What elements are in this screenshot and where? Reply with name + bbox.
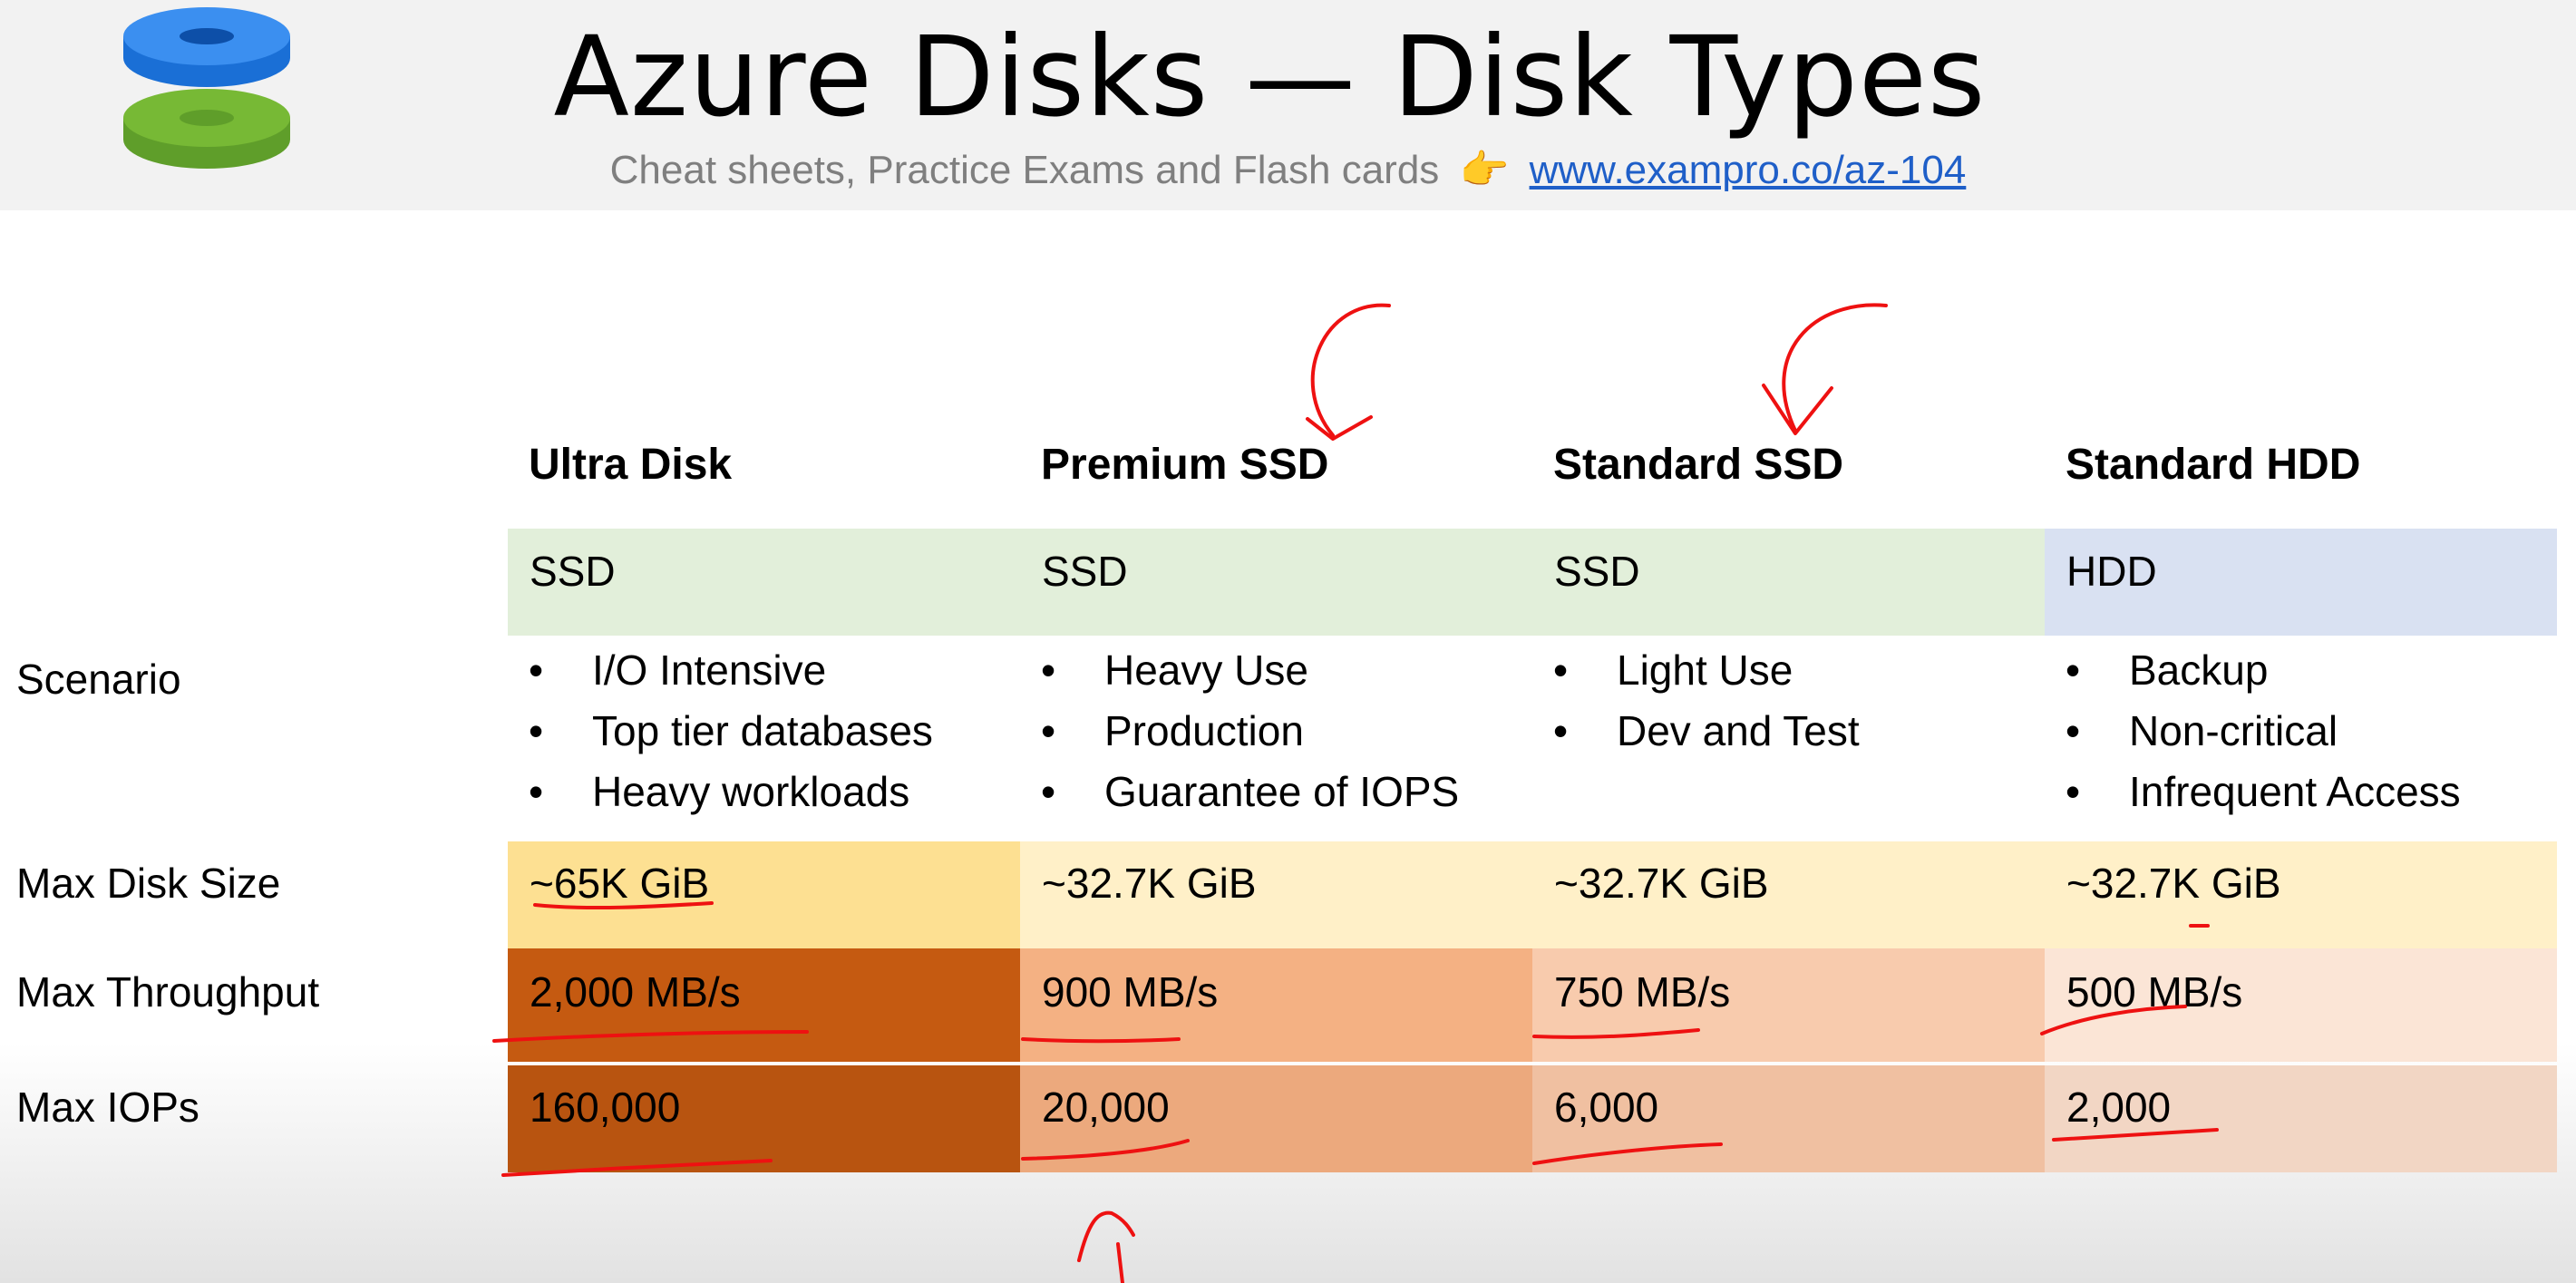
slide-header — [0, 0, 2576, 210]
underline-hdd-throughput — [2040, 1005, 2187, 1035]
scenario-list-standard-ssd: Light Use Dev and Test — [1553, 640, 1860, 762]
column-header-standard-ssd: Standard SSD — [1553, 441, 1844, 489]
underline-ultra-throughput — [492, 1030, 809, 1043]
scenario-list-ultra-disk: I/O Intensive Top tier databases Heavy w… — [529, 640, 933, 822]
disk-size-cell-premium-ssd: ~32.7K GiB — [1020, 841, 1532, 948]
list-item: Top tier databases — [529, 701, 933, 762]
underline-standard-ssd-iops — [1532, 1142, 1723, 1165]
media-cell-premium-ssd: SSD — [1020, 529, 1532, 636]
arrow-annotation-bottom — [1077, 1210, 1135, 1283]
throughput-cell-ultra-disk: 2,000 MB/s — [508, 948, 1020, 1062]
underline-ultra-disk-size — [533, 901, 714, 910]
iops-cell-ultra-disk: 160,000 — [508, 1065, 1020, 1172]
scenario-list-standard-hdd: Backup Non-critical Infrequent Access — [2066, 640, 2461, 822]
column-header-standard-hdd: Standard HDD — [2066, 441, 2361, 489]
list-item: Guarantee of IOPS — [1041, 762, 1459, 822]
iops-cell-standard-hdd: 2,000 — [2045, 1065, 2557, 1172]
media-cell-standard-hdd: HDD — [2045, 529, 2557, 636]
list-item: Infrequent Access — [2066, 762, 2461, 822]
row-label-max-iops: Max IOPs — [16, 1084, 199, 1131]
exampro-link[interactable]: www.exampro.co/az-104 — [1529, 148, 1967, 192]
pointing-hand-icon: 👉 — [1459, 148, 1510, 192]
column-header-premium-ssd: Premium SSD — [1041, 441, 1329, 489]
throughput-cell-standard-hdd: 500 MB/s — [2045, 948, 2557, 1062]
list-item: Dev and Test — [1553, 701, 1860, 762]
underline-premium-iops — [1021, 1139, 1190, 1161]
underline-standard-ssd-throughput — [1532, 1028, 1700, 1039]
arrow-annotation-standard-ssd — [1762, 303, 1888, 435]
throughput-cell-standard-ssd: 750 MB/s — [1532, 948, 2045, 1062]
underline-premium-throughput — [1021, 1037, 1181, 1044]
iops-cell-standard-ssd: 6,000 — [1532, 1065, 2045, 1172]
stacked-disks-icon — [123, 7, 290, 169]
column-header-ultra-disk: Ultra Disk — [529, 441, 733, 489]
list-item: Non-critical — [2066, 701, 2461, 762]
underline-ultra-iops — [501, 1159, 773, 1177]
row-label-scenario: Scenario — [16, 656, 181, 703]
row-label-max-disk-size: Max Disk Size — [16, 860, 281, 907]
list-item: Light Use — [1553, 640, 1860, 701]
disk-size-cell-ultra-disk: ~65K GiB — [508, 841, 1020, 948]
disk-size-cell-standard-hdd: ~32.7K GiB — [2045, 841, 2557, 948]
scenario-list-premium-ssd: Heavy Use Production Guarantee of IOPS — [1041, 640, 1459, 822]
list-item: Production — [1041, 701, 1459, 762]
underline-hdd-iops — [2052, 1128, 2219, 1142]
slide-title: Azure Disks — Disk Types — [553, 13, 1987, 141]
row-label-max-throughput: Max Throughput — [16, 968, 320, 1016]
list-item: Backup — [2066, 640, 2461, 701]
disk-size-cell-standard-ssd: ~32.7K GiB — [1532, 841, 2045, 948]
list-item: Heavy workloads — [529, 762, 933, 822]
list-item: Heavy Use — [1041, 640, 1459, 701]
media-cell-ultra-disk: SSD — [508, 529, 1020, 636]
arrow-annotation-premium — [1306, 303, 1391, 441]
list-item: I/O Intensive — [529, 640, 933, 701]
subtitle-text: Cheat sheets, Practice Exams and Flash c… — [609, 148, 1440, 192]
slide-subtitle: Cheat sheets, Practice Exams and Flash c… — [0, 143, 2576, 198]
media-cell-standard-ssd: SSD — [1532, 529, 2045, 636]
